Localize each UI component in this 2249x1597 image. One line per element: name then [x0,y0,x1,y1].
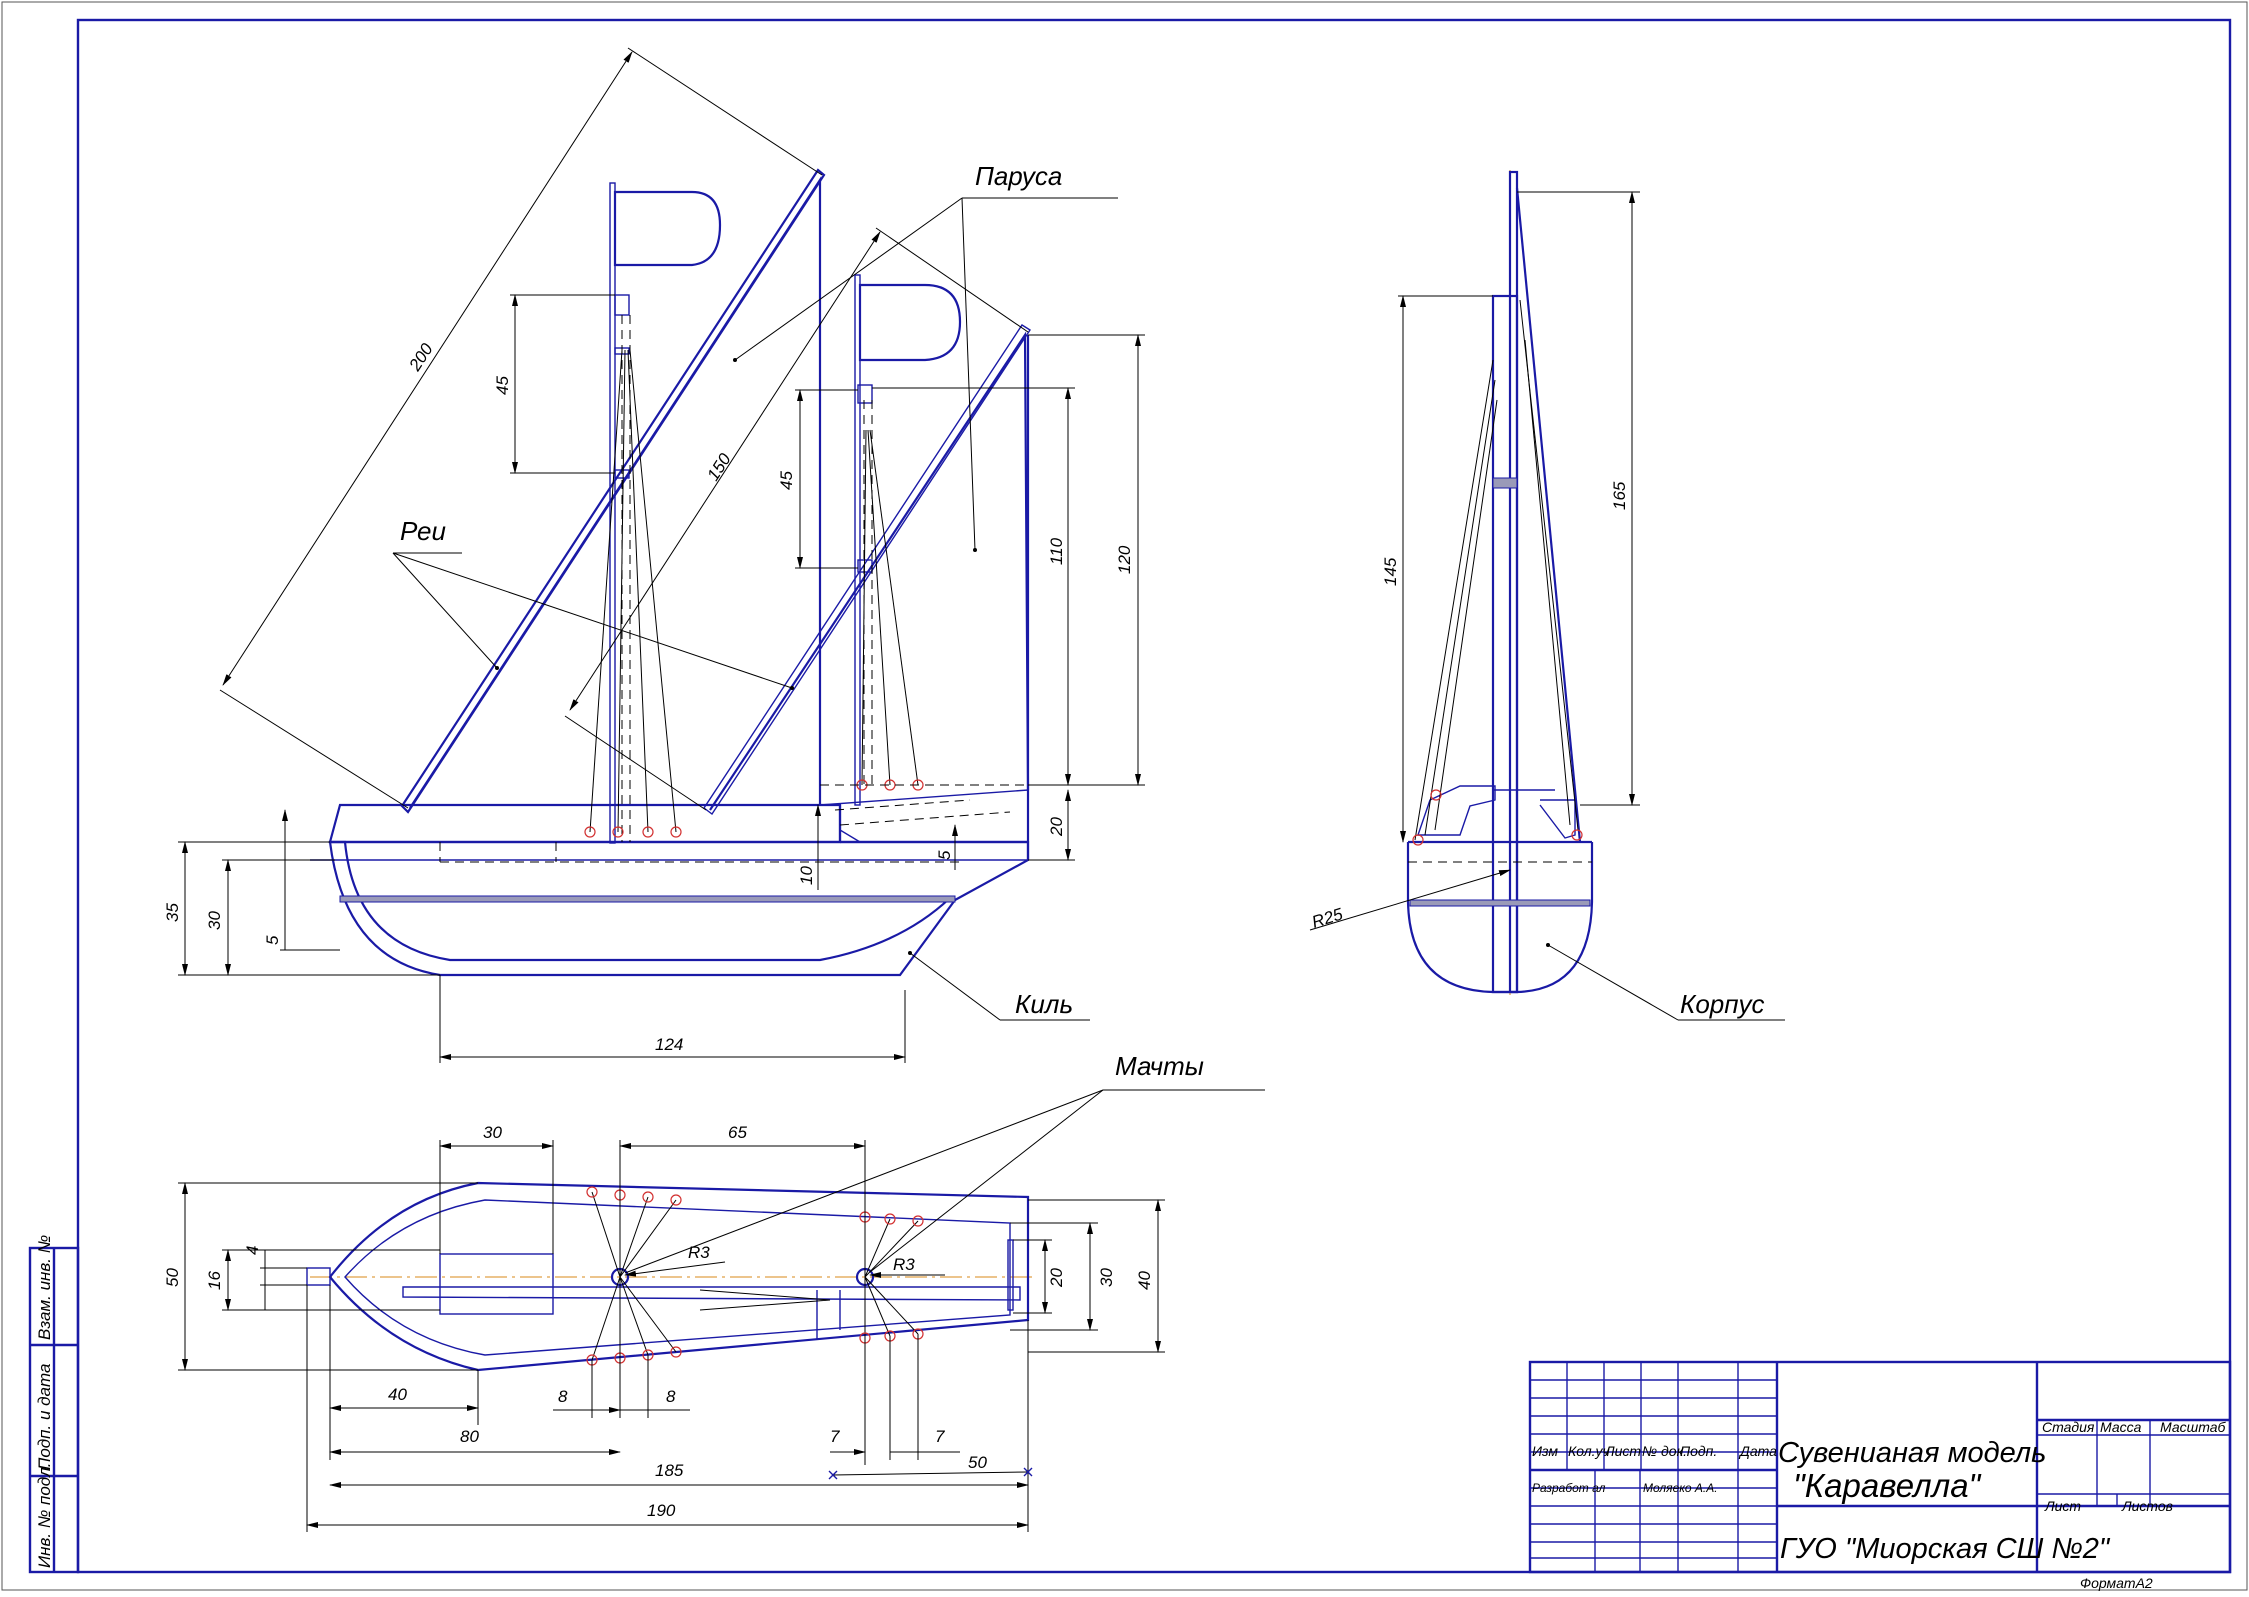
top-view: R3 R3 Мачты 30 65 50 16 4 [163,1051,1265,1532]
title-block: Изм Кол.уч Лист № док. Подп. Дата Разраб… [1528,1360,2232,1591]
stamp-inv-orig: Инв. № подл. [35,1463,54,1569]
dim-20: 20 [1047,817,1066,837]
dim-5: 5 [263,935,282,945]
front-view: 145 165 R25 Корпус [1310,170,1785,1021]
dim-top-185: 185 [655,1461,684,1480]
tb-col-podp: Подп. [1680,1443,1717,1459]
tb-col-kol: Кол.уч [1568,1443,1610,1459]
tb-col-izm: Изм [1532,1443,1558,1459]
dim-5-deck: 5 [935,850,954,860]
tb-format: ФорматА2 [2080,1575,2153,1591]
dim-35: 35 [163,903,182,922]
label-hull: Корпус [1680,989,1765,1019]
dim-top-30: 30 [483,1123,502,1142]
dim-top-80: 80 [460,1427,479,1446]
dim-top-65: 65 [728,1123,747,1142]
margin-stamp: Инв. № подл. Подп. и дата Взам. инв. № [28,1235,80,1574]
tb-title-line2: "Каравелла" [1793,1467,1982,1504]
dim-top-8b: 8 [666,1387,676,1406]
tb-scale: Масштаб [2160,1419,2227,1435]
front-hull [1406,842,1594,994]
tb-mass: Масса [2100,1419,2142,1435]
dim-r25: R25 [1310,904,1346,931]
dim-top-7b: 7 [935,1427,945,1446]
hull-outline [328,840,957,977]
tb-stage: Стадия [2042,1419,2095,1435]
dim-145: 145 [1381,557,1400,586]
dim-top-8a: 8 [558,1387,568,1406]
dim-top-4: 4 [243,1246,262,1255]
top-hull-inner [344,1199,1011,1356]
stamp-sign-date: Подп. и дата [35,1364,54,1470]
tb-col-list: Лист [1604,1443,1641,1459]
dim-mast1-45: 45 [493,376,512,395]
stamp-vzam-inv: Взам. инв. № [35,1235,54,1340]
dim-165: 165 [1610,481,1629,510]
dim-top-16: 16 [205,1271,224,1290]
dim-top-190: 190 [647,1501,676,1520]
dim-top-50: 50 [163,1268,182,1287]
dim-top-30b: 30 [1097,1268,1116,1287]
top-hull-outer [328,1181,1030,1372]
label-yards: Реи [400,516,446,546]
tb-col-doc: № док. [1642,1443,1687,1459]
dim-top-7a: 7 [830,1427,840,1446]
dim-110: 110 [1047,537,1066,565]
dim-top-50b: 50 [968,1453,987,1472]
mizzen-flag [858,283,962,362]
dim-r3-a: R3 [688,1243,710,1262]
dim-120: 120 [1115,545,1134,574]
drawing-frame [76,18,2232,1574]
label-keel: Киль [1015,989,1073,1019]
keel-strip [339,895,956,903]
tb-organization: ГУО "Миорская СШ №2" [1780,1533,2111,1565]
dim-200: 200 [405,340,437,375]
tb-col-date: Дата [1738,1443,1777,1459]
side-view: 200 150 45 45 110 120 20 10 5 [163,47,1145,1063]
dim-150: 150 [703,450,735,485]
tb-developed-label: Разработ ал [1532,1481,1606,1495]
tb-sheet: Лист [2044,1498,2081,1514]
dim-r3-b: R3 [893,1255,915,1274]
dim-top-20: 20 [1047,1268,1066,1288]
dim-10: 10 [797,866,816,885]
main-flag [613,190,722,267]
front-sail-edge [1515,187,1582,843]
dim-top-40: 40 [1135,1271,1154,1290]
dim-124: 124 [655,1035,683,1054]
tb-title-line1: Сувенианая модель [1778,1437,2046,1469]
dim-30: 30 [205,911,224,930]
tb-developer: Моляеко А.А. [1643,1481,1718,1495]
aft-yard [703,324,1031,816]
label-sails: Паруса [975,161,1062,191]
dim-top-40b: 40 [388,1385,407,1404]
tb-sheets: Листов [2121,1498,2173,1514]
dim-mast2-45: 45 [777,471,796,490]
label-masts: Мачты [1115,1051,1204,1081]
